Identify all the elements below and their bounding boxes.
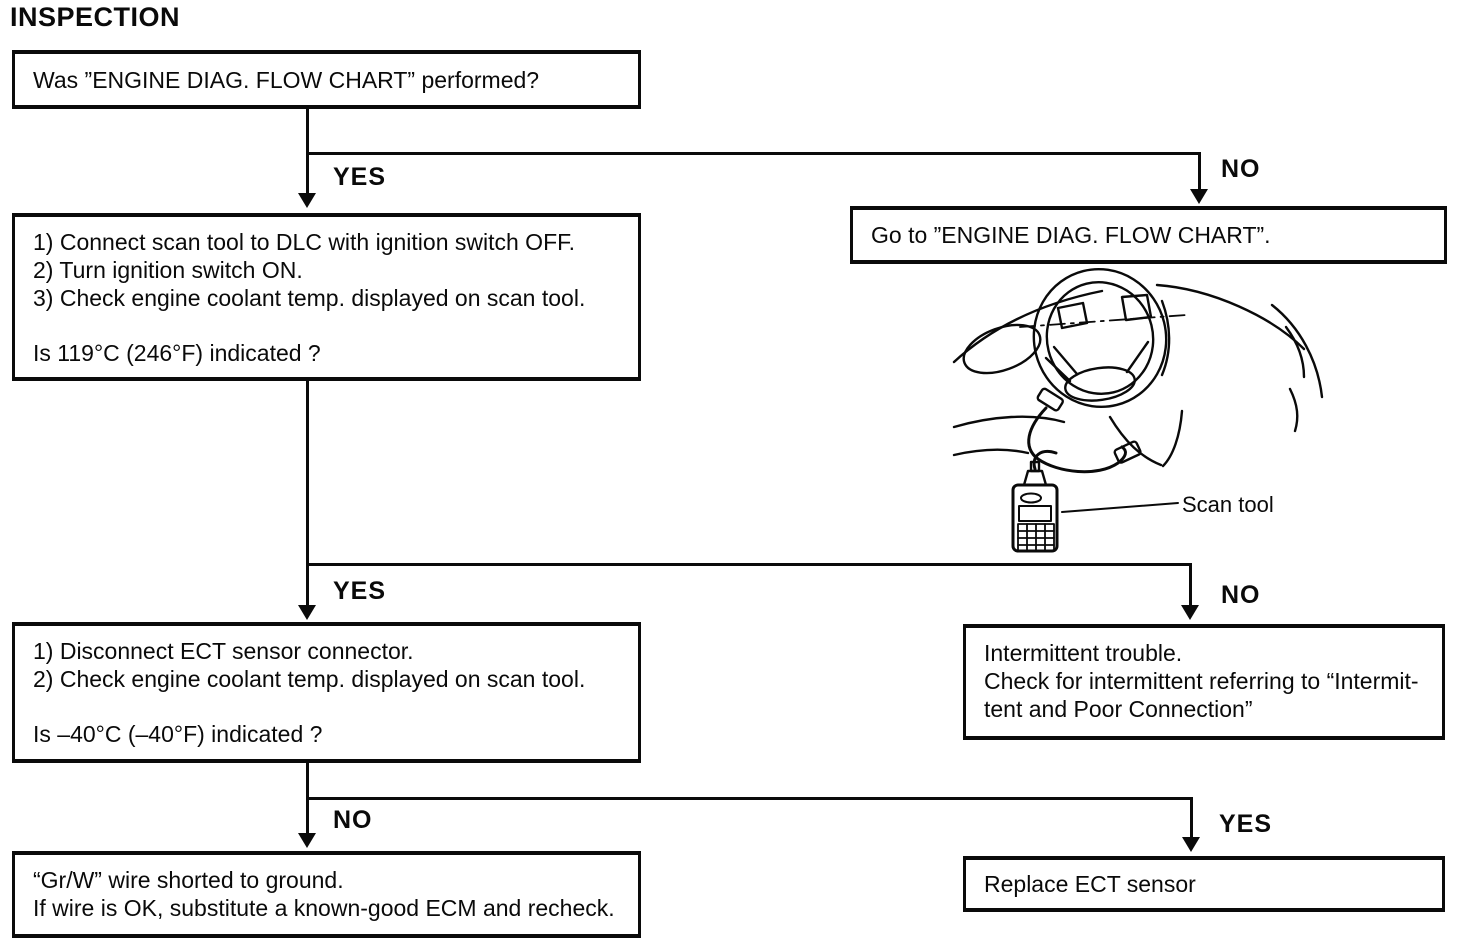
flow-box-line: If wire is OK, substitute a known-good E… — [33, 895, 615, 921]
flow-box-line: tent and Poor Connection” — [984, 696, 1253, 722]
flow-box-line: 2) Turn ignition switch ON. — [33, 257, 303, 283]
spacer — [33, 312, 620, 339]
connector-branch-2 — [306, 563, 1192, 566]
flow-box-goto-diag-chart: Go to ”ENGINE DIAG. FLOW CHART”. — [850, 206, 1447, 264]
flow-box-text: Go to ”ENGINE DIAG. FLOW CHART”. — [871, 222, 1271, 248]
callout-line — [1061, 502, 1179, 513]
flow-box-line: 1) Disconnect ECT sensor connector. — [33, 638, 414, 664]
scan-tool-plug — [1022, 469, 1048, 487]
dashboard-lower-edge — [952, 415, 1066, 429]
scan-tool-cable — [1027, 406, 1127, 474]
right-pillar-lower — [1288, 387, 1299, 433]
dashboard-top-edge-right — [1155, 283, 1306, 351]
flow-box-disconnect-ect: 1) Disconnect ECT sensor connector. 2) C… — [12, 622, 641, 763]
flow-box-diag-chart-performed: Was ”ENGINE DIAG. FLOW CHART” performed? — [12, 50, 641, 109]
steering-column-right — [1161, 409, 1184, 468]
flow-box-text: Was ”ENGINE DIAG. FLOW CHART” performed? — [33, 66, 540, 93]
connector-branch-3 — [306, 797, 1193, 800]
arrow-down-icon — [1181, 605, 1199, 620]
dashboard-top-edge — [952, 289, 1104, 364]
arrow-down-icon — [298, 833, 316, 848]
arrow-down-icon — [1190, 189, 1208, 204]
steering-column-left — [1108, 415, 1163, 467]
branch-label-no-2: NO — [1221, 581, 1261, 609]
branch-label-no-3: NO — [333, 806, 373, 834]
wheel-inner-rim — [1045, 280, 1155, 396]
connector-drop-3 — [1190, 797, 1193, 839]
connector-stem-2 — [306, 381, 309, 607]
scan-tool-speaker — [1020, 492, 1042, 504]
dash-centerline — [1019, 314, 1187, 328]
dashboard-lower-edge-2 — [952, 448, 1030, 457]
right-pillar-inner — [1284, 325, 1306, 379]
arrow-down-icon — [298, 605, 316, 620]
wheel-spoke-left-2 — [1044, 356, 1072, 383]
arrow-down-icon — [1182, 837, 1200, 852]
scan-tool-screen — [1018, 505, 1052, 522]
arrow-down-icon — [298, 193, 316, 208]
flow-box-text: Replace ECT sensor — [984, 871, 1196, 897]
wheel-spoke-right — [1125, 340, 1150, 374]
flow-box-line: Check for intermittent referring to “Int… — [984, 668, 1419, 694]
branch-label-yes-1: YES — [333, 163, 387, 191]
wheel-spoke-left — [1052, 345, 1079, 376]
flow-box-wire-shorted: “Gr/W” wire shorted to ground. If wire i… — [12, 851, 641, 938]
dlc-connector — [1036, 387, 1064, 412]
connector-branch-1 — [306, 152, 1201, 155]
scan-tool-illustration — [952, 267, 1324, 553]
branch-label-yes-2: YES — [333, 577, 387, 605]
wheel-rim-depth — [1160, 299, 1171, 377]
flow-box-line: 3) Check engine coolant temp. displayed … — [33, 285, 586, 311]
branch-label-yes-3: YES — [1219, 810, 1273, 838]
right-pillar-outer — [1270, 303, 1324, 399]
instrument-hood — [962, 323, 1042, 375]
flow-box-line: 1) Connect scan tool to DLC with ignitio… — [33, 229, 576, 255]
scan-tool-keypad — [1017, 523, 1055, 552]
flow-box-line: 2) Check engine coolant temp. displayed … — [33, 666, 586, 692]
flow-box-connect-scan-tool: 1) Connect scan tool to DLC with ignitio… — [12, 213, 641, 381]
branch-label-no-1: NO — [1221, 155, 1261, 183]
page-title: INSPECTION — [10, 2, 181, 32]
flow-box-question: Is –40°C (–40°F) indicated ? — [33, 721, 323, 747]
flow-box-replace-ect: Replace ECT sensor — [963, 856, 1445, 912]
flow-box-intermittent-trouble: Intermittent trouble. Check for intermit… — [963, 624, 1445, 740]
cable-connector — [1113, 440, 1142, 464]
flow-box-line: Intermittent trouble. — [984, 640, 1183, 666]
connector-drop-2 — [1189, 563, 1192, 607]
scan-tool-label: Scan tool — [1182, 492, 1274, 517]
wheel-outer-rim — [1032, 267, 1168, 409]
flow-box-line: “Gr/W” wire shorted to ground. — [33, 867, 344, 893]
connector-drop-1 — [1198, 152, 1201, 192]
flow-box-question: Is 119°C (246°F) indicated ? — [33, 340, 321, 366]
wheel-hub — [1064, 366, 1136, 402]
spacer — [33, 693, 620, 720]
scan-tool-cord — [1032, 450, 1058, 471]
